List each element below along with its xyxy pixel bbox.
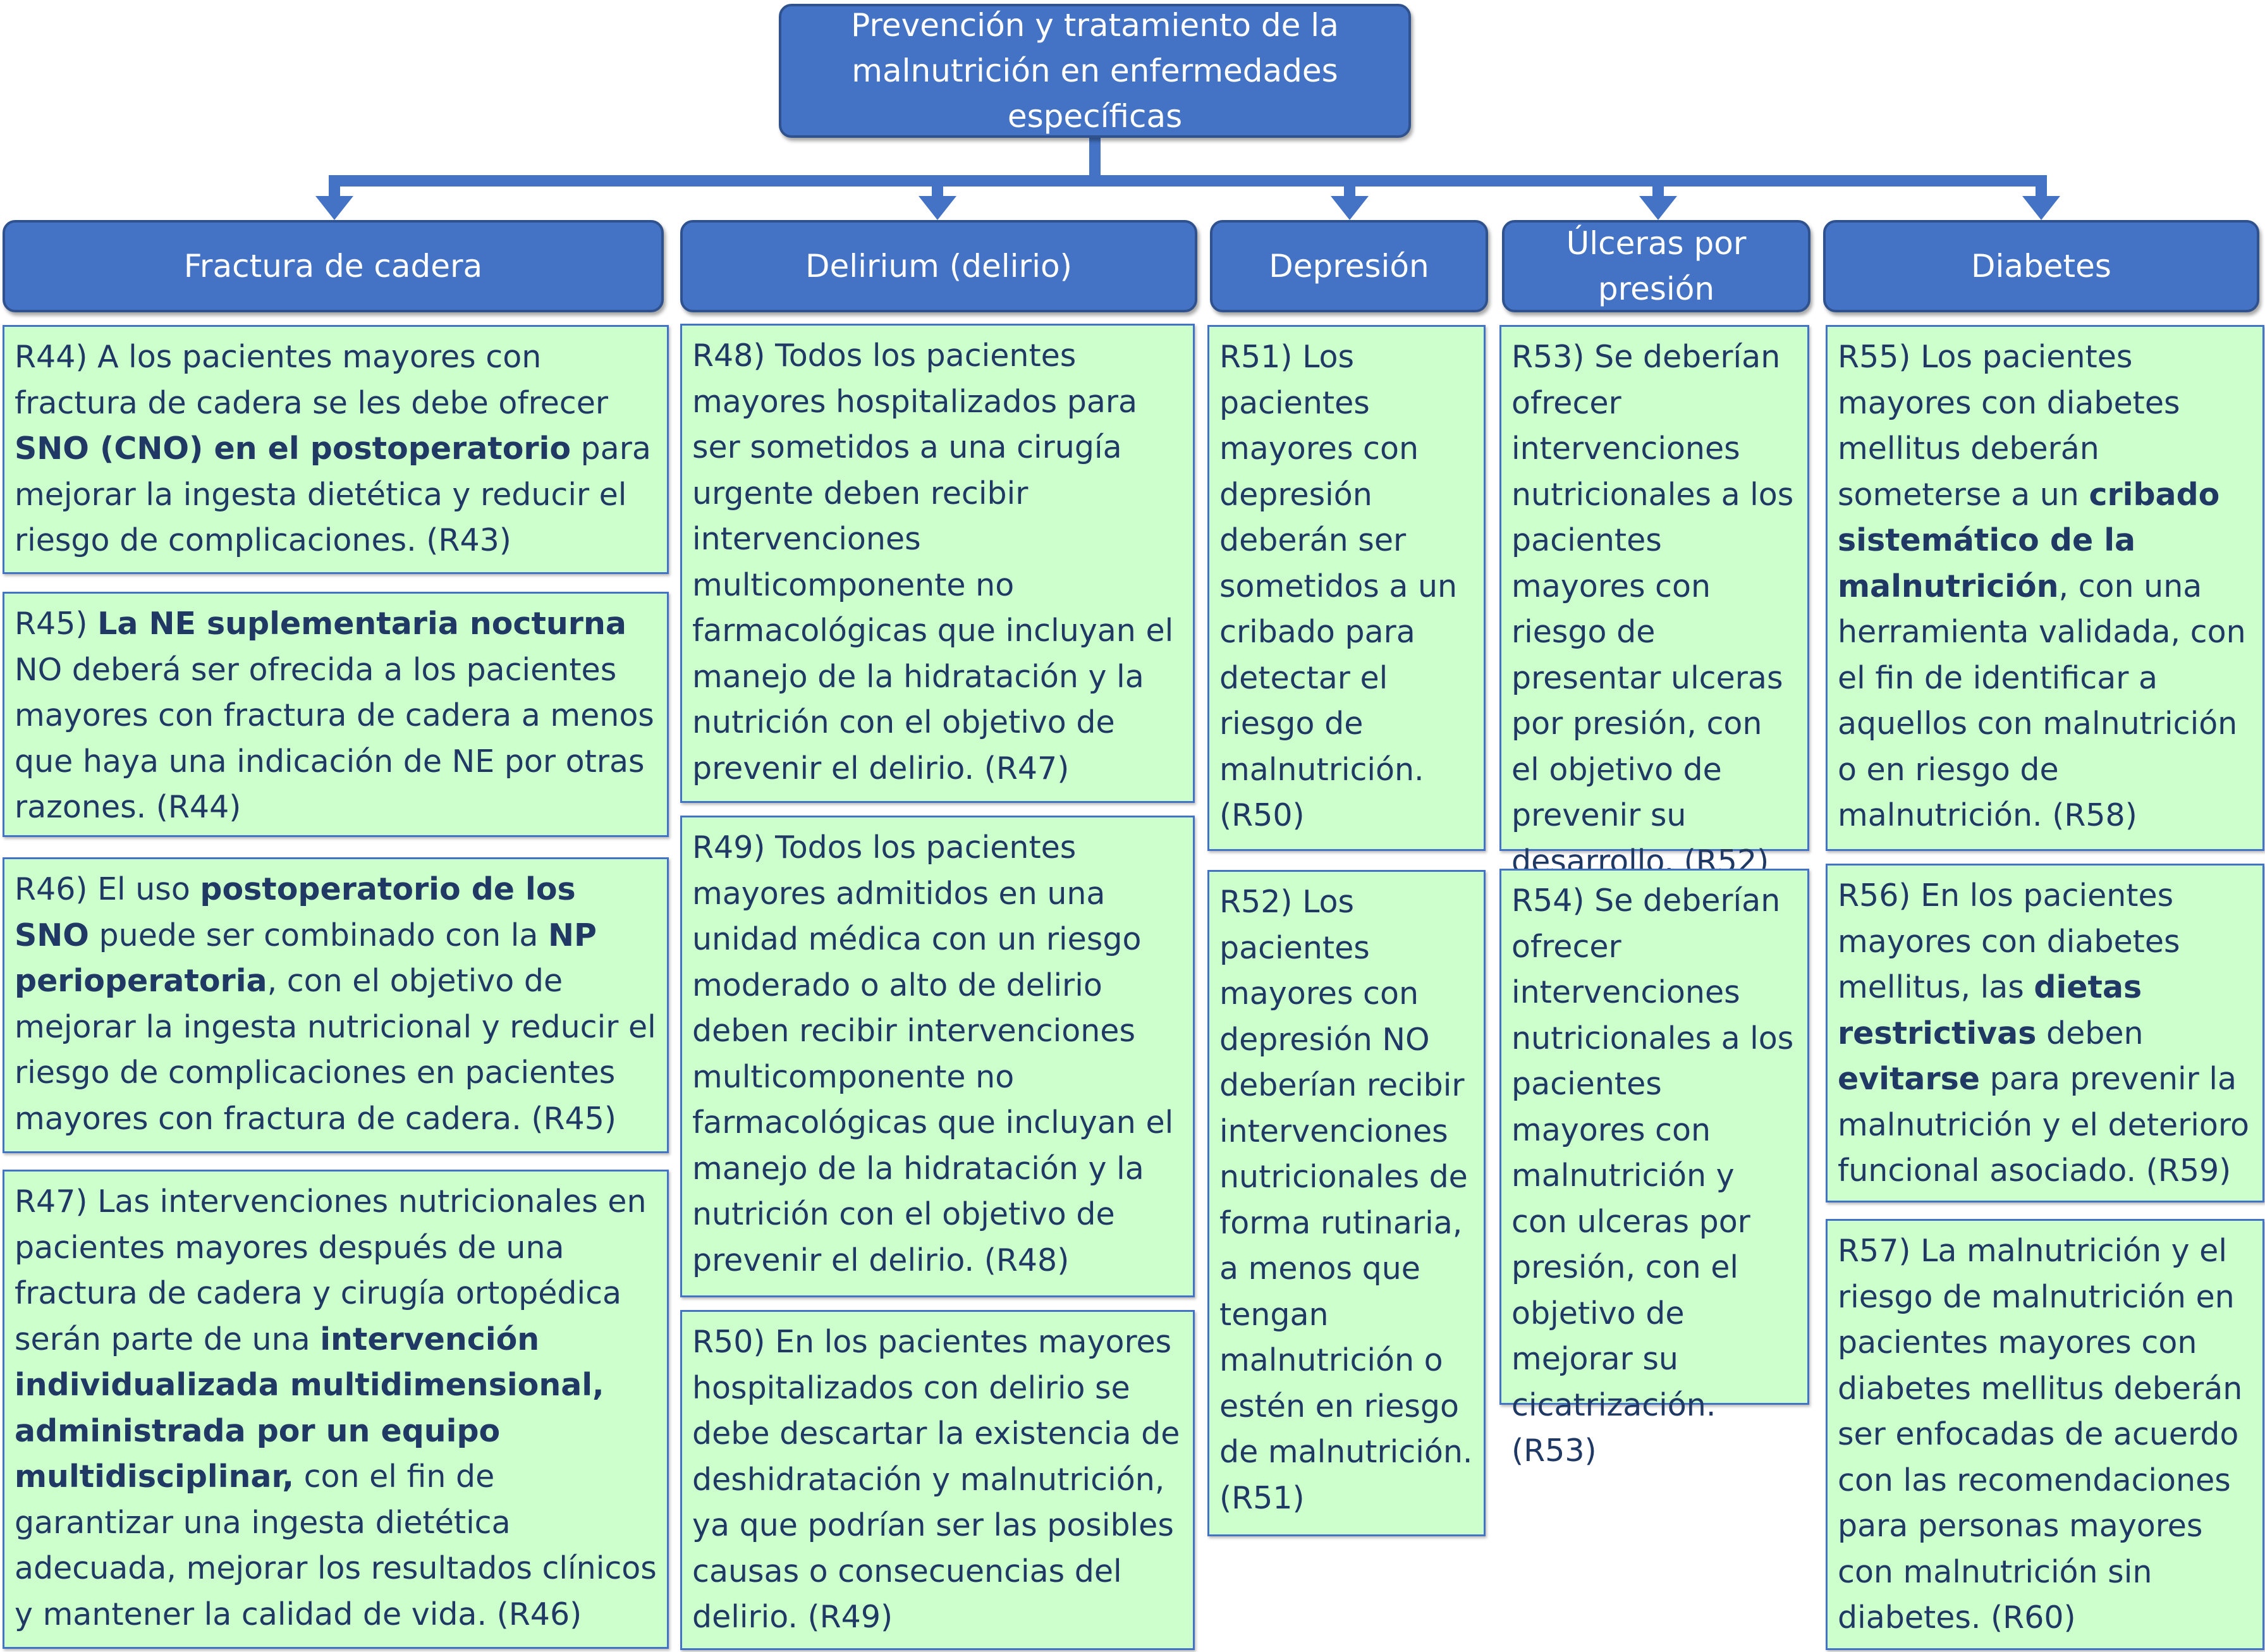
card-text: NO deberá ser ofrecida a los pacientes m… [15,651,654,826]
header-label: Delirium (delirio) [805,248,1073,285]
card-text: con el fin de garantizar una ingesta die… [15,1459,657,1632]
header-hip-fracture: Fractura de cadera [3,220,664,312]
card-text: R50) En los pacientes mayores hospitaliz… [692,1324,1180,1635]
header-diabetes: Diabetes [1823,220,2259,312]
card-text: R45) [15,606,98,642]
header-delirium: Delirium (delirio) [680,220,1197,312]
card-text: R49) Todos los pacientes mayores admitid… [692,829,1174,1278]
card-text-bold: evitarse [1838,1061,1981,1097]
card-r52: R52) Los pacientes mayores con depresión… [1207,870,1486,1536]
card-r53: R53) Se deberían ofrecer intervenciones … [1499,325,1809,879]
card-text: R44) A los pacientes mayores con fractur… [15,339,609,421]
header-label: Úlceras por presión [1566,225,1747,307]
header-label: Diabetes [1971,248,2111,285]
card-text: deben [2036,1015,2144,1051]
card-r45: R45) La NE suplementaria nocturna NO deb… [3,592,669,837]
card-text: R53) Se deberían ofrecer intervenciones … [1511,339,1794,879]
card-text-bold: dietas restrictivas [1838,969,2142,1051]
card-r50: R50) En los pacientes mayores hospitaliz… [680,1310,1195,1650]
card-r56: R56) En los pacientes mayores con diabet… [1826,864,2264,1202]
card-r54: R54) Se deberían ofrecer intervenciones … [1499,869,1809,1469]
card-text-bold: SNO (CNO) en el postoperatorio [15,431,571,467]
card-text-bold: La NE suplementaria nocturna [97,606,626,642]
card-text: para prevenir la malnutrición y el deter… [1838,1061,2249,1189]
card-text-bold: NP perioperatoria [15,917,597,1000]
card-text-bold: cribado sistemático de la malnutrición [1838,476,2220,604]
card-r44: R44) A los pacientes mayores con fractur… [3,325,669,574]
card-text: , con el objetivo de mejorar la ingesta … [15,963,656,1137]
root-title-box: Prevención y tratamiento de la malnutric… [779,4,1411,138]
card-r48: R48) Todos los pacientes mayores hospita… [680,324,1195,803]
card-text: R52) Los pacientes mayores con depresión… [1219,884,1473,1516]
card-r55: R55) Los pacientes mayores con diabetes … [1826,325,2264,851]
card-text: R51) Los pacientes mayores con depresión… [1219,339,1458,833]
card-text: puede ser combinado con la [89,917,548,953]
header-depression: Depresión [1210,220,1488,312]
card-text-bold: postoperatorio de los SNO [15,871,576,953]
card-text: R47) Las intervenciones nutricionales en… [15,1184,647,1357]
card-text: R48) Todos los pacientes mayores hospita… [692,338,1174,786]
card-text: R46) El uso [15,871,200,907]
card-text: R57) La malnutrición y el riesgo de maln… [1838,1233,2243,1636]
card-text: R56) En los pacientes mayores con diabet… [1838,878,2180,1005]
header-label: Fractura de cadera [183,248,483,285]
header-pressure-ulcers: Úlceras por presión [1502,220,1810,312]
card-r46: R46) El uso postoperatorio de los SNO pu… [3,857,669,1153]
card-text-bold: intervención individualizada multidimens… [15,1321,604,1495]
root-title: Prevención y tratamiento de la malnutric… [851,7,1339,135]
header-label: Depresión [1269,248,1429,285]
card-text: R55) Los pacientes mayores con diabetes … [1838,339,2180,513]
card-r57: R57) La malnutrición y el riesgo de maln… [1826,1219,2264,1650]
card-text: , con una herramienta validada, con el f… [1838,568,2246,834]
card-r49: R49) Todos los pacientes mayores admitid… [680,816,1195,1297]
card-text: para mejorar la ingesta dietética y redu… [15,431,651,558]
card-r51: R51) Los pacientes mayores con depresión… [1207,325,1486,851]
card-text: R54) Se deberían ofrecer intervenciones … [1511,883,1794,1469]
card-r47: R47) Las intervenciones nutricionales en… [3,1170,669,1649]
